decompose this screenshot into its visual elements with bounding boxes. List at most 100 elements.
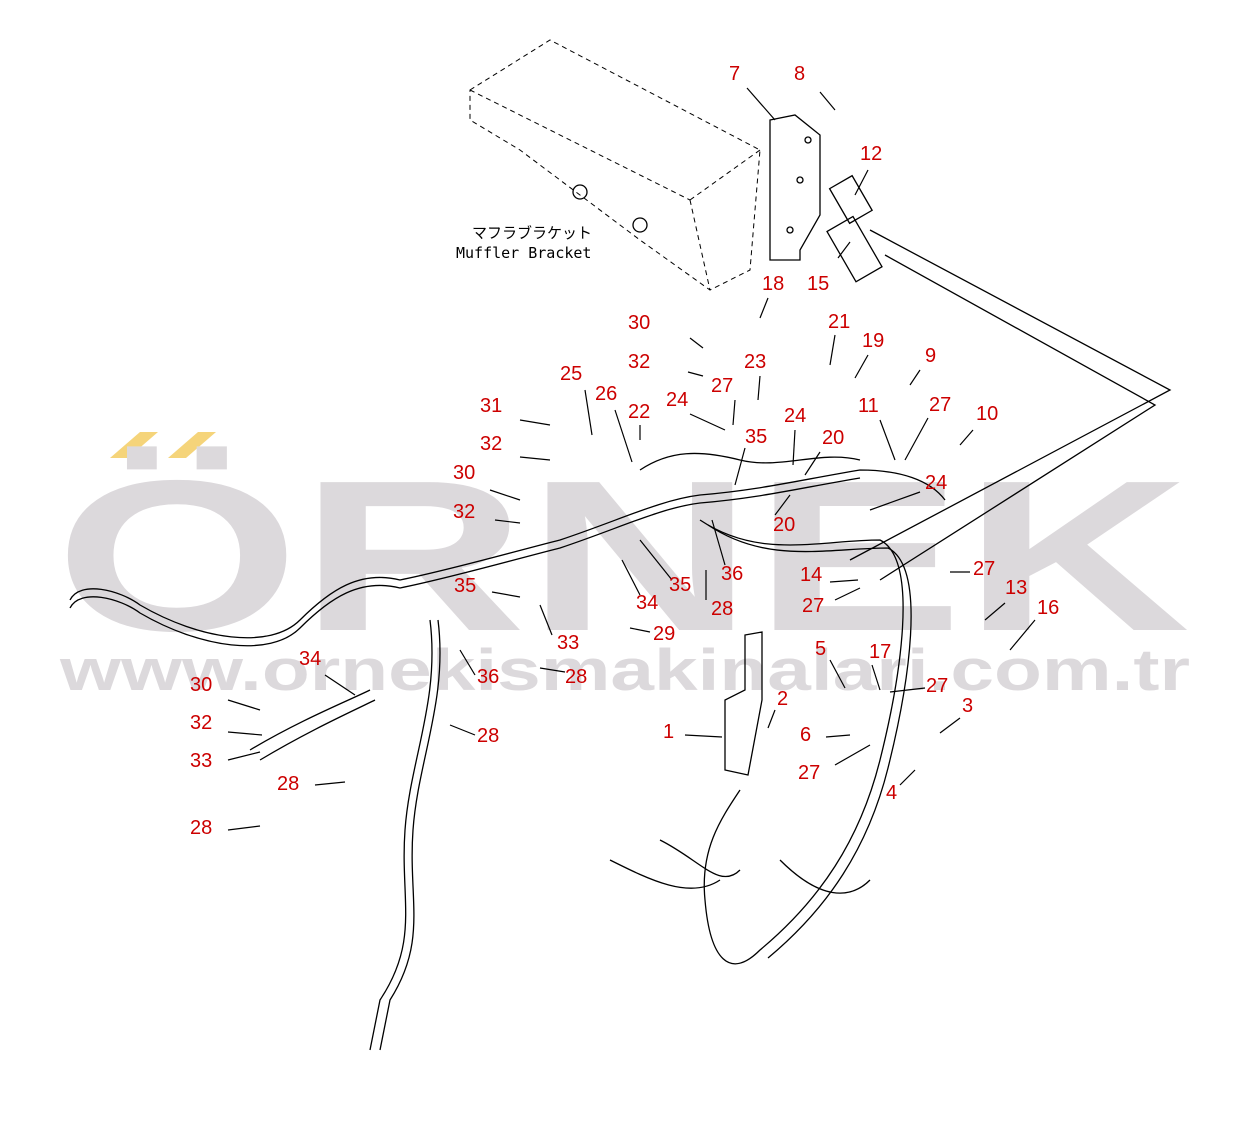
part-callout-24: 24 [666, 389, 688, 411]
leader-line [684, 734, 723, 738]
leader-line [939, 717, 961, 734]
leader-line [819, 91, 836, 111]
leader-line [639, 539, 673, 581]
leader-line [687, 371, 704, 377]
leader-line [539, 604, 553, 636]
bracket-part [769, 114, 821, 261]
leader-line [746, 87, 776, 121]
part-callout-27: 27 [973, 558, 995, 580]
part-callout-24: 24 [925, 472, 947, 494]
leader-line [984, 602, 1006, 621]
part-callout-6: 6 [800, 724, 811, 746]
part-callout-27: 27 [798, 762, 820, 784]
guide-line [849, 229, 1172, 561]
spacer-part [828, 174, 874, 225]
part-callout-28: 28 [565, 666, 587, 688]
wire-harness [69, 452, 946, 1051]
part-callout-5: 5 [815, 638, 826, 660]
part-callout-11: 11 [858, 395, 879, 417]
leader-line [734, 447, 746, 486]
part-callout-33: 33 [190, 750, 212, 772]
leader-line [792, 429, 796, 466]
part-callout-32: 32 [628, 351, 650, 373]
leader-line [757, 375, 761, 401]
part-callout-9: 9 [925, 345, 936, 367]
part-callout-30: 30 [190, 674, 212, 696]
leader-line [899, 769, 916, 786]
part-callout-20: 20 [773, 514, 795, 536]
part-callout-27: 27 [802, 595, 824, 617]
leader-line [869, 491, 921, 511]
part-callout-15: 15 [807, 273, 829, 295]
leader-line [837, 241, 851, 259]
leader-line [711, 519, 726, 566]
leader-line [732, 399, 736, 426]
part-callout-27: 27 [926, 675, 948, 697]
leader-line [829, 659, 846, 689]
part-callout-2: 2 [777, 688, 788, 710]
part-callout-18: 18 [762, 273, 784, 295]
bracket-1-part [724, 631, 763, 776]
leader-line [539, 667, 566, 673]
part-callout-26: 26 [595, 383, 617, 405]
part-callout-29: 29 [653, 623, 675, 645]
leader-line [494, 519, 521, 524]
part-callout-8: 8 [794, 63, 805, 85]
leader-line [834, 587, 861, 601]
leader-line [767, 709, 776, 729]
part-callout-20: 20 [822, 427, 844, 449]
leader-line [1009, 619, 1036, 651]
part-callout-3: 3 [962, 695, 973, 717]
leader-line [825, 734, 851, 738]
part-callout-17: 17 [869, 641, 891, 663]
part-callout-32: 32 [453, 501, 475, 523]
part-callout-31: 31 [480, 395, 502, 417]
leader-line [629, 627, 651, 633]
leader-line [689, 337, 704, 349]
leader-line [879, 419, 896, 461]
watermark-url: www.ornekismakinalari.com.tr [59, 638, 1190, 703]
part-callout-7: 7 [729, 63, 740, 85]
part-callout-1: 1 [663, 721, 674, 743]
leader-line [774, 494, 791, 516]
part-callout-28: 28 [711, 598, 733, 620]
leader-line [829, 334, 836, 366]
leader-line [804, 451, 821, 476]
part-callout-27: 27 [929, 394, 951, 416]
leader-line [489, 489, 521, 501]
leader-line [459, 649, 476, 676]
part-callout-28: 28 [190, 817, 212, 839]
part-callout-36: 36 [721, 563, 743, 585]
part-callout-34: 34 [299, 648, 321, 670]
leader-line [324, 674, 356, 696]
part-callout-12: 12 [860, 143, 882, 165]
part-callout-35: 35 [454, 575, 476, 597]
leader-line [759, 297, 769, 319]
watermark-accent-right [168, 432, 216, 458]
collar-part [826, 215, 883, 283]
part-callout-28: 28 [277, 773, 299, 795]
leader-line [519, 456, 551, 461]
part-callout-10: 10 [976, 403, 998, 425]
leader-line [829, 579, 859, 583]
leader-line [621, 559, 641, 596]
leader-line [854, 354, 869, 379]
leader-line [614, 409, 633, 463]
leader-line [904, 417, 929, 461]
muffler-bracket-outline [469, 39, 761, 291]
part-callout-32: 32 [190, 712, 212, 734]
part-callout-33: 33 [557, 632, 579, 654]
part-callout-25: 25 [560, 363, 582, 385]
part-callout-14: 14 [800, 564, 822, 586]
leader-line [854, 169, 869, 196]
leader-line [491, 591, 521, 598]
part-callout-27: 27 [711, 375, 733, 397]
muffler-bracket-note-en: Muffler Bracket [456, 244, 591, 262]
part-callout-4: 4 [886, 782, 897, 804]
part-callout-32: 32 [480, 433, 502, 455]
leader-line [889, 687, 926, 693]
leader-line [834, 744, 871, 766]
leader-line [227, 751, 261, 761]
muffler-bracket-note-jp: マフラブラケット [472, 224, 592, 242]
